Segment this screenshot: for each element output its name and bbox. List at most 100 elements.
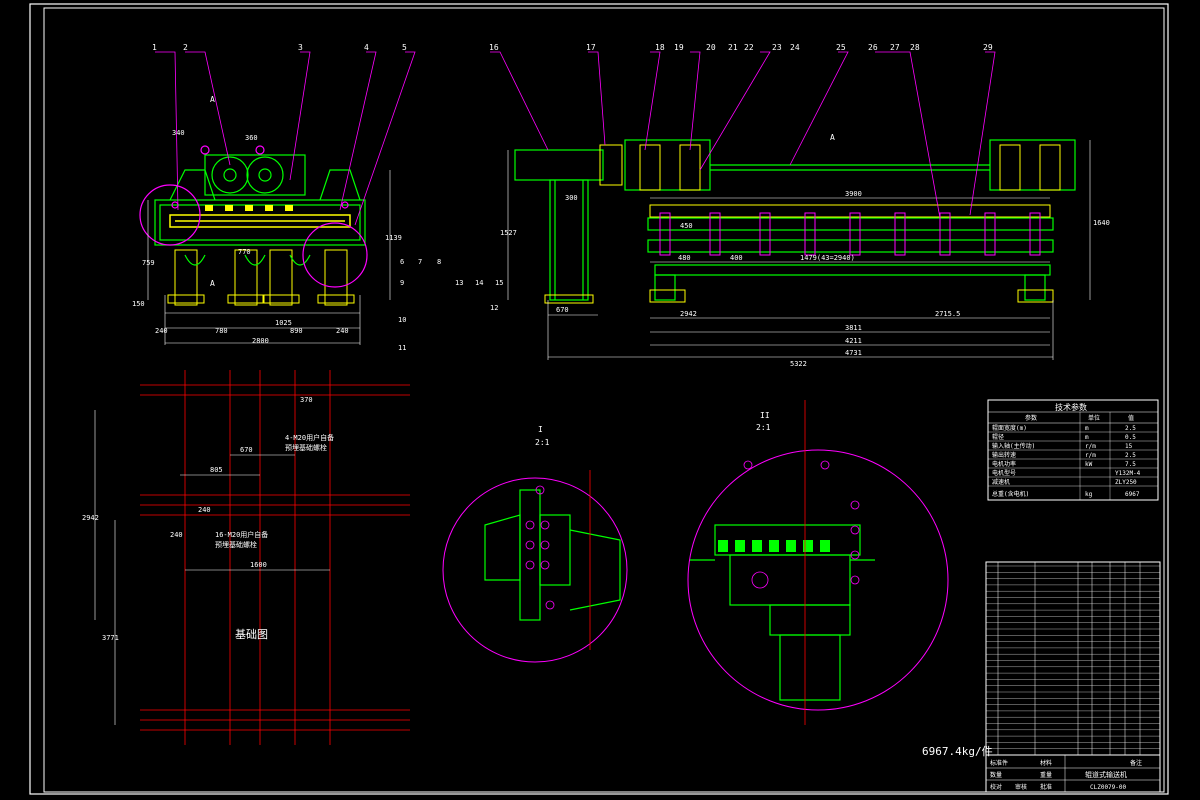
- balloon-27: 27: [890, 43, 900, 52]
- dim-front-9: 1139: [385, 234, 402, 242]
- tech-row-7-unit: kg: [1085, 491, 1093, 498]
- tech-row-6-name: 减速机: [992, 478, 1010, 486]
- balloon-11: 11: [398, 344, 406, 352]
- dim-side-1: 450: [680, 222, 693, 230]
- foundation-note-1: 4-M20用户自备: [285, 433, 334, 442]
- dim-front-3: 1025: [275, 319, 292, 327]
- dim-foundation-6: 3771: [102, 634, 119, 642]
- detail-i-label: I: [538, 425, 543, 434]
- balloon-12: 12: [490, 304, 498, 312]
- dim-side-7: 3811: [845, 324, 862, 332]
- dim-side-11: 670: [556, 306, 569, 314]
- balloon-7: 7: [418, 258, 422, 266]
- dim-side-6: 2715.5: [935, 310, 960, 318]
- tech-row-6-val: ZLY250: [1115, 479, 1137, 486]
- balloon-19: 19: [674, 43, 684, 52]
- dim-side-10: 5322: [790, 360, 807, 368]
- foundation-note-2: 预埋基础螺栓: [285, 443, 327, 452]
- side-view: 16 17 18 19 20 21 22 23 24 25 26 27 28 2…: [455, 43, 1110, 368]
- balloon-18: 18: [655, 43, 665, 52]
- detail-i-scale: 2:1: [535, 438, 550, 447]
- dim-side-5: 2942: [680, 310, 697, 318]
- view-a-side-label: A: [830, 133, 835, 142]
- tech-header-1: 单位: [1088, 414, 1100, 422]
- tech-row-3-val: 2.5: [1125, 452, 1136, 459]
- bom-drawing-no: CLZ0079-00: [1090, 784, 1127, 791]
- dim-side-4: 1479(43=2940): [800, 254, 855, 262]
- tech-row-2-unit: r/m: [1085, 443, 1096, 450]
- dim-front-6: 759: [142, 259, 155, 267]
- foundation-note-3: 16-M20用户自备: [215, 530, 268, 539]
- bom-title-block: 标准件 材料 备注 数量 重量 校对 审核 批准 辊道式输送机 CLZ0079-…: [985, 561, 1161, 793]
- tech-row-0-unit: m: [1085, 425, 1089, 432]
- detail-i: I 2:1: [442, 425, 628, 663]
- tech-row-3-name: 输出转速: [992, 451, 1016, 459]
- balloon-23: 23: [772, 43, 782, 52]
- bom-footer-2: 备注: [1130, 759, 1142, 767]
- tech-row-7-val: 6967: [1125, 491, 1140, 498]
- dim-front-1: 240: [155, 327, 168, 335]
- tech-row-5-val: Y132M-4: [1115, 470, 1141, 477]
- dim-foundation-3: 240: [198, 506, 211, 514]
- dim-front-5: 2800: [252, 337, 269, 345]
- bom-footer-7: 批准: [1040, 783, 1052, 791]
- front-view: 1 2 3 4 5 A A 150 240 780 1025 890 2800 …: [132, 43, 441, 352]
- balloon-20: 20: [706, 43, 716, 52]
- dim-foundation-1: 370: [300, 396, 313, 404]
- balloon-14: 14: [475, 279, 483, 287]
- dim-side-12: 1640: [1093, 219, 1110, 227]
- balloon-16: 16: [489, 43, 499, 52]
- detail-ii: II 2:1: [687, 400, 949, 725]
- tech-header-0: 参数: [1025, 414, 1037, 422]
- dim-front-7: 240: [336, 327, 349, 335]
- dim-side-2: 480: [678, 254, 691, 262]
- tech-row-0-val: 2.5: [1125, 425, 1136, 432]
- bom-footer-4: 重量: [1040, 771, 1052, 779]
- dim-foundation-0: 670: [240, 446, 253, 454]
- dim-front-0: 150: [132, 300, 145, 308]
- tech-row-4-name: 电机功率: [992, 460, 1016, 468]
- dim-foundation-2: 805: [210, 466, 223, 474]
- balloon-10: 10: [398, 316, 406, 324]
- balloon-3: 3: [298, 43, 303, 52]
- balloon-1: 1: [152, 43, 157, 52]
- foundation-plan: 基础图 670 370 805 240 1600 2942 3771 240 4…: [82, 370, 410, 745]
- tech-header-2: 值: [1128, 414, 1134, 422]
- tech-row-4-unit: kW: [1085, 461, 1093, 468]
- tech-title: 技术参数: [1055, 402, 1087, 412]
- bom-footer-5: 校对: [990, 783, 1002, 791]
- tech-row-2-val: 15: [1125, 443, 1133, 450]
- bom-title: 辊道式输送机: [1085, 770, 1127, 779]
- tech-row-4-val: 7.5: [1125, 461, 1136, 468]
- balloon-9: 9: [400, 279, 404, 287]
- tech-row-5-name: 电机型号: [992, 469, 1016, 477]
- tech-row-2-name: 输入轴(主传动): [992, 442, 1035, 450]
- dim-side-0: 3900: [845, 190, 862, 198]
- detail-ii-label: II: [760, 411, 770, 420]
- balloon-15: 15: [495, 279, 503, 287]
- tech-row-1-val: 0.5: [1125, 434, 1136, 441]
- balloon-28: 28: [910, 43, 920, 52]
- balloon-6: 6: [400, 258, 404, 266]
- tech-param-table: 技术参数 参数 单位 值 辊面宽度(m) m 2.5 辊径 m 0.5 输入轴(…: [987, 399, 1159, 501]
- balloon-24: 24: [790, 43, 800, 52]
- dim-foundation-7: 240: [170, 531, 183, 539]
- dim-side-9: 4731: [845, 349, 862, 357]
- bom-footer-3: 数量: [990, 771, 1002, 779]
- drawing-border-inner: [43, 7, 1165, 793]
- bom-footer-0: 标准件: [990, 759, 1008, 767]
- bom-footer-1: 材料: [1040, 759, 1052, 767]
- foundation-title: 基础图: [235, 628, 268, 641]
- tech-row-3-unit: r/m: [1085, 452, 1096, 459]
- dim-front-4: 890: [290, 327, 303, 335]
- balloon-21: 21: [728, 43, 738, 52]
- dim-side-13: 1527: [500, 229, 517, 237]
- balloon-25: 25: [836, 43, 846, 52]
- dim-side-8: 4211: [845, 337, 862, 345]
- balloon-26: 26: [868, 43, 878, 52]
- view-a-label: A: [210, 95, 215, 104]
- balloon-29: 29: [983, 43, 993, 52]
- tech-row-0-name: 辊面宽度(m): [992, 424, 1027, 432]
- tech-row-1-unit: m: [1085, 434, 1089, 441]
- foundation-note-4: 预埋基础螺栓: [215, 540, 257, 549]
